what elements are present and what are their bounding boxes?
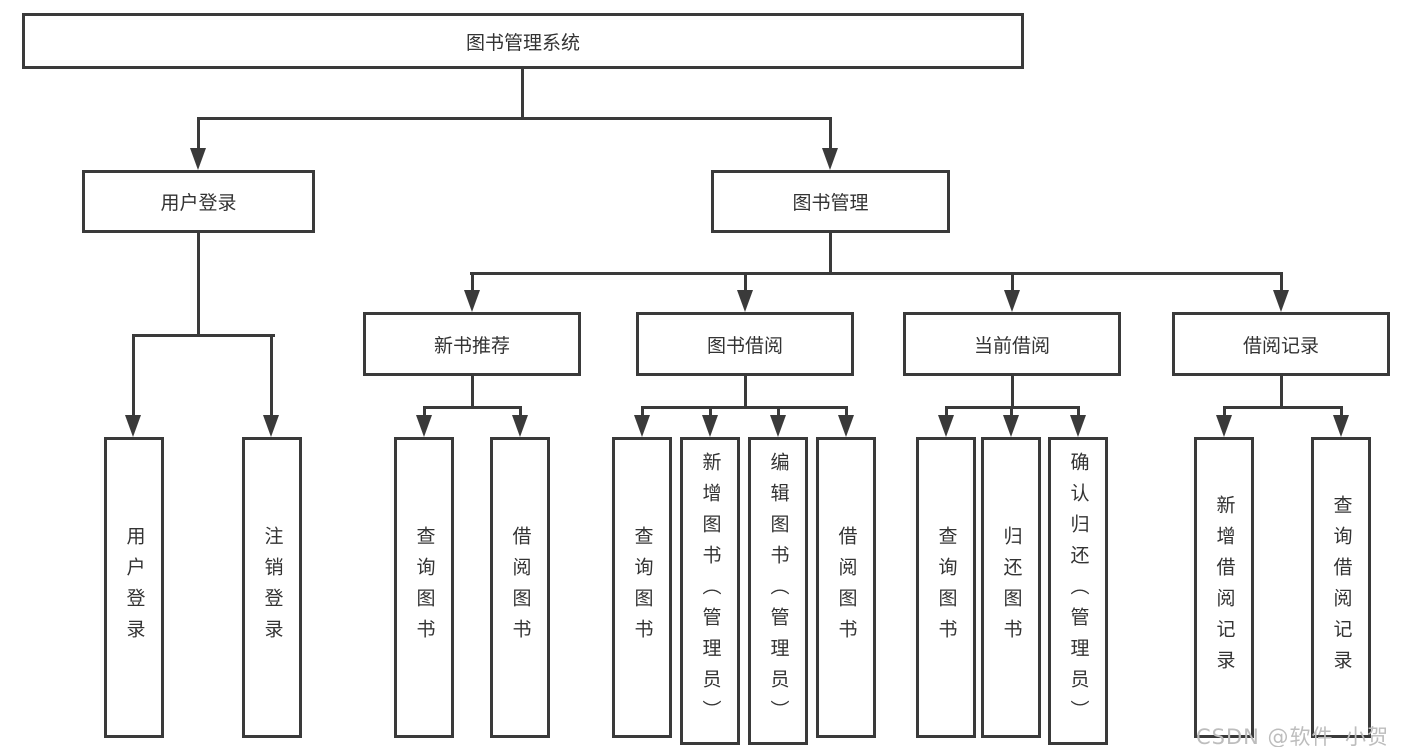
node-book-borrow: 图书借阅 bbox=[636, 312, 854, 376]
connector-stem bbox=[744, 375, 747, 408]
leaf-query-books-current: 查询图书 bbox=[916, 437, 976, 738]
arrow-down-icon bbox=[770, 415, 786, 437]
leaf-query-books-borrow: 查询图书 bbox=[612, 437, 672, 738]
leaf-add-borrow-record: 新增借阅记录 bbox=[1194, 437, 1254, 738]
connector-stem bbox=[519, 406, 522, 416]
csdn-watermark: CSDN @软件_小贺同学 bbox=[1196, 725, 1390, 747]
connector-root-stem bbox=[521, 68, 524, 118]
connector-split bbox=[1223, 406, 1342, 409]
arrow-down-icon bbox=[822, 148, 838, 170]
connector-stem bbox=[744, 272, 747, 292]
connector-stem bbox=[945, 406, 948, 416]
arrow-down-icon bbox=[464, 290, 480, 312]
node-book-management: 图书管理 bbox=[711, 170, 950, 233]
leaf-confirm-return-admin: 确认归还（管理员） bbox=[1048, 437, 1108, 745]
connector-stem bbox=[270, 334, 273, 417]
connector-user-login-split bbox=[132, 334, 275, 337]
connector-stem-user-login bbox=[197, 117, 200, 150]
leaf-user-login: 用户登录 bbox=[104, 437, 164, 738]
node-current-borrow: 当前借阅 bbox=[903, 312, 1121, 376]
connector-stem bbox=[1280, 375, 1283, 408]
connector-stem bbox=[1340, 406, 1343, 416]
leaf-edit-book-admin: 编辑图书（管理员） bbox=[748, 437, 808, 745]
connector-stem bbox=[1010, 406, 1013, 416]
arrow-down-icon bbox=[838, 415, 854, 437]
node-borrow-record: 借阅记录 bbox=[1172, 312, 1390, 376]
arrow-down-icon bbox=[1273, 290, 1289, 312]
connector-split bbox=[423, 406, 522, 409]
arrow-down-icon bbox=[702, 415, 718, 437]
connector-stem bbox=[1280, 272, 1283, 292]
connector-stem bbox=[1011, 272, 1014, 292]
arrow-down-icon bbox=[125, 415, 141, 437]
connector-stem bbox=[471, 272, 474, 292]
arrow-down-icon bbox=[634, 415, 650, 437]
connector-stem bbox=[777, 406, 780, 416]
connector-stem bbox=[423, 406, 426, 416]
arrow-down-icon bbox=[190, 148, 206, 170]
connector-stem-book-mgmt bbox=[829, 117, 832, 150]
arrow-down-icon bbox=[1070, 415, 1086, 437]
connector-split bbox=[641, 406, 848, 409]
connector-stem bbox=[845, 406, 848, 416]
connector-l3-split bbox=[470, 272, 1282, 275]
node-library-system: 图书管理系统 bbox=[22, 13, 1024, 69]
node-user-login: 用户登录 bbox=[82, 170, 315, 233]
connector-stem bbox=[132, 334, 135, 417]
leaf-return-book: 归还图书 bbox=[981, 437, 1041, 738]
node-new-book-recommend: 新书推荐 bbox=[363, 312, 581, 376]
arrow-down-icon bbox=[1004, 290, 1020, 312]
connector-stem bbox=[1011, 375, 1014, 408]
connector-l2-split bbox=[197, 117, 832, 120]
arrow-down-icon bbox=[1333, 415, 1349, 437]
leaf-query-books-recommend: 查询图书 bbox=[394, 437, 454, 738]
leaf-borrow-book: 借阅图书 bbox=[816, 437, 876, 738]
arrow-down-icon bbox=[938, 415, 954, 437]
arrow-down-icon bbox=[416, 415, 432, 437]
connector-stem bbox=[709, 406, 712, 416]
leaf-borrow-books-recommend: 借阅图书 bbox=[490, 437, 550, 738]
arrow-down-icon bbox=[1003, 415, 1019, 437]
connector-stem bbox=[641, 406, 644, 416]
connector-stem bbox=[1077, 406, 1080, 416]
connector-user-login-stem bbox=[197, 232, 200, 336]
arrow-down-icon bbox=[737, 290, 753, 312]
leaf-add-book-admin: 新增图书（管理员） bbox=[680, 437, 740, 745]
leaf-logout: 注销登录 bbox=[242, 437, 302, 738]
connector-book-mgmt-stem bbox=[829, 232, 832, 274]
connector-stem bbox=[1223, 406, 1226, 416]
arrow-down-icon bbox=[1216, 415, 1232, 437]
leaf-query-borrow-record: 查询借阅记录 bbox=[1311, 437, 1371, 738]
arrow-down-icon bbox=[512, 415, 528, 437]
arrow-down-icon bbox=[263, 415, 279, 437]
connector-stem bbox=[471, 375, 474, 408]
